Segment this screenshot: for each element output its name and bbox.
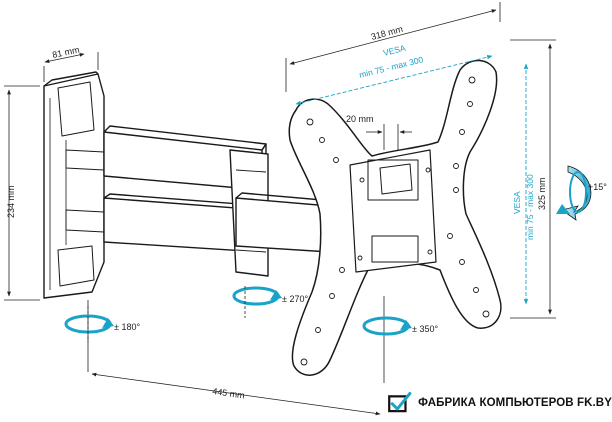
tv-rotation-angle-label: ± 350° [412, 324, 438, 334]
arm-assembly [65, 125, 335, 277]
brand-watermark: ФАБРИКА КОМПЬЮТЕРОВ FK.BY [383, 383, 612, 422]
wall-swivel-rotation-icon [64, 306, 114, 342]
plate-width-dimension-label: 318 mm [370, 24, 404, 42]
vesa-range-horizontal: min 75 - max 300 [358, 54, 424, 80]
arm-swivel-angle-label: ± 270° [282, 294, 308, 304]
vesa-dimension-lines [295, 55, 529, 305]
vesa-range-vertical: min 75 - max 300 [525, 174, 535, 240]
wall-plate [43, 71, 105, 299]
extension-dimension-label: 445 mm [212, 386, 246, 400]
vesa-label-horizontal: VESA [382, 43, 407, 58]
hole-offset-dimension-label: 20 mm [346, 114, 374, 124]
tilt-rotation-icon [556, 165, 592, 221]
checkmark-box-logo-icon [388, 391, 412, 412]
tv-mounting-plate [288, 59, 502, 376]
tv-rotation-icon [362, 316, 412, 336]
tilt-angle-label: +15° [588, 182, 607, 192]
height-dimension-label: 234 mm [6, 185, 16, 218]
dimension-lines [4, 2, 556, 416]
arm-swivel-rotation-icon [232, 286, 282, 318]
plate-height-dimension-label: 325 mm [537, 177, 547, 210]
wall-swivel-angle-label: ± 180° [114, 322, 140, 332]
brand-name: ФАБРИКА КОМПЬЮТЕРОВ FK.BY [418, 396, 612, 409]
vesa-label-vertical: VESA [512, 191, 522, 214]
